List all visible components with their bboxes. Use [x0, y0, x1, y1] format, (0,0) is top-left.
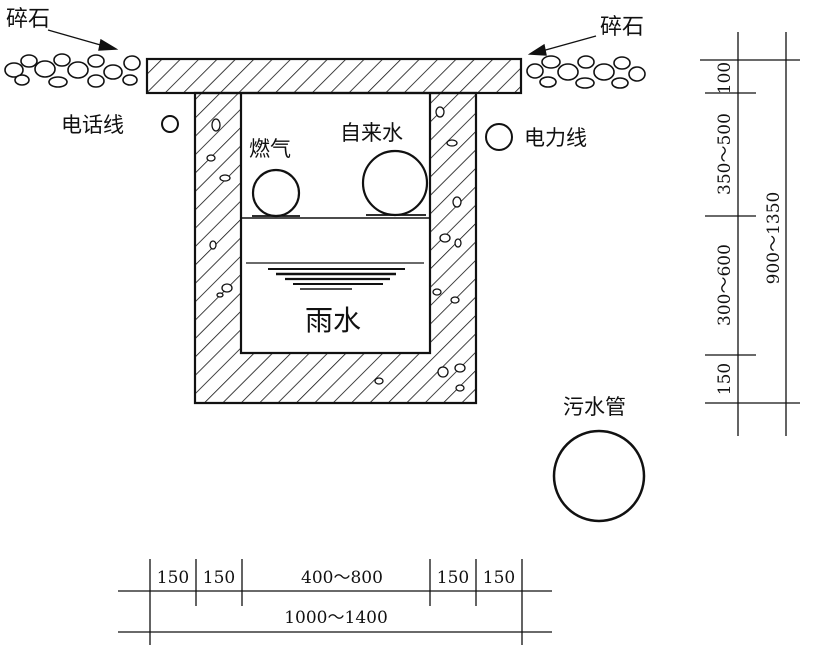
dim-v-middle: 300～600: [715, 244, 735, 326]
dim-v-bottom: 150: [715, 363, 735, 395]
dim-v-top: 100: [715, 62, 735, 94]
dim-h-seg1: 150: [157, 568, 189, 588]
gas-pipe: [251, 168, 301, 218]
label-power-line: 电力线: [524, 126, 587, 150]
cover-slab: [145, 57, 523, 95]
vertical-dimension-lines: [700, 32, 800, 436]
tunnel-walls: [193, 91, 478, 405]
phone-line-circle: [161, 115, 179, 133]
label-phone-line: 电话线: [61, 113, 124, 137]
gravel-right: [526, 55, 646, 89]
dim-h-total: 1000～1400: [284, 608, 388, 628]
dim-h-inner: 400～800: [301, 568, 383, 588]
dim-v-total: 900～1350: [764, 192, 784, 285]
tunnel-interior: [241, 149, 430, 290]
vertical-dimension-labels: 100 350～500 300～600 150 900～1350: [715, 62, 784, 395]
dim-h-seg5: 150: [483, 568, 515, 588]
tap-water-pipe: [361, 149, 429, 217]
horizontal-dimension-labels: 150 150 400～800 150 150 1000～1400: [157, 568, 515, 628]
gravel-left: [4, 53, 141, 88]
gravel-arrows: [47, 29, 597, 56]
labels: 碎石 碎石 电话线 电力线 燃气 自来水 雨水 污水管: [6, 7, 644, 419]
dim-h-seg4: 150: [437, 568, 469, 588]
horizontal-dimension-lines: [118, 559, 552, 645]
label-gravel-right: 碎石: [600, 15, 644, 40]
label-gravel-left: 碎石: [6, 7, 50, 32]
label-tap-water: 自来水: [340, 121, 403, 145]
power-line-circle: [485, 123, 513, 151]
label-gas: 燃气: [249, 137, 291, 161]
wall-aggregate: [206, 106, 466, 392]
dim-v-upper: 350～500: [715, 113, 735, 195]
label-sewage-pipe: 污水管: [563, 395, 626, 419]
dim-h-seg2: 150: [203, 568, 235, 588]
sewage-pipe-circle: [552, 429, 646, 523]
water-surface: [246, 262, 424, 290]
label-rain-water: 雨水: [305, 304, 361, 337]
